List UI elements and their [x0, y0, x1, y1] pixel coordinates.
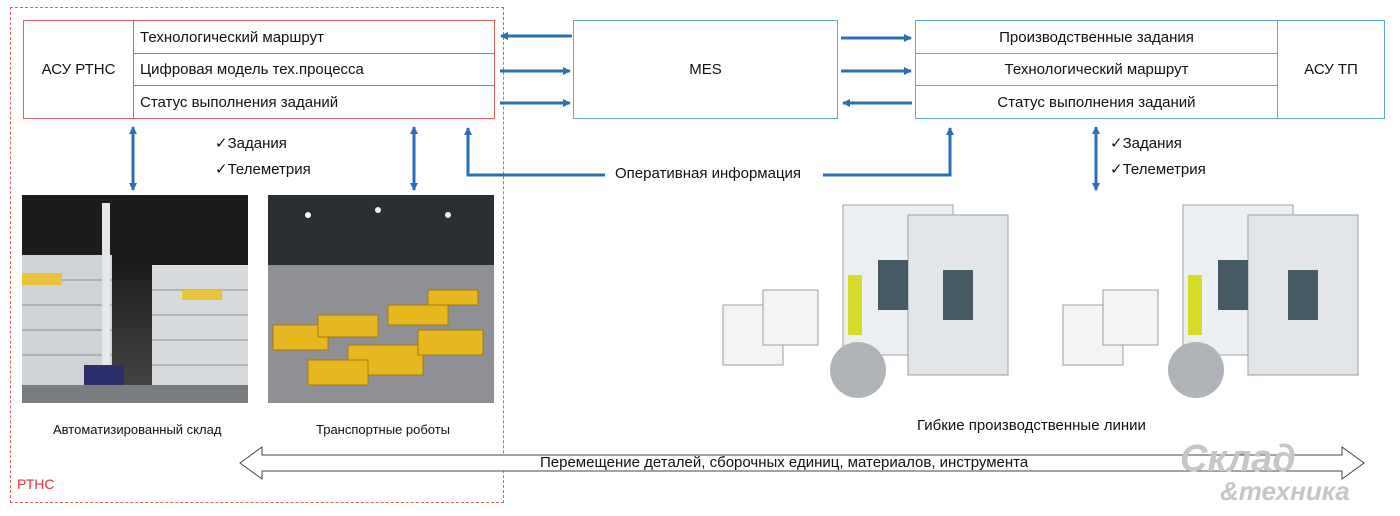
mes-box: MES — [573, 20, 838, 119]
right-telemetry-label: ✓Телеметрия — [1110, 161, 1206, 178]
asu-tp-table: Производственные задания Технологический… — [915, 20, 1385, 119]
robots-caption: Транспортные роботы — [316, 422, 451, 437]
operational-info-line-right — [823, 129, 952, 177]
asu-rtns-table: АСУ РТНС Технологический маршрут Цифрова… — [23, 20, 495, 119]
asu-rtns-title: АСУ РТНС — [24, 21, 134, 118]
operational-info-line-left — [466, 129, 605, 177]
transport-robots-photo — [268, 195, 494, 403]
operational-info-label: Оперативная информация — [612, 165, 805, 182]
asu-rtns-row-2: Цифровая модель тех.процесса — [134, 54, 494, 86]
warehouse-caption: Автоматизированный склад — [53, 422, 222, 437]
asu-tp-row-3: Статус выполнения заданий — [916, 86, 1278, 118]
asu-tp-row-1: Производственные задания — [916, 21, 1278, 54]
asu-tp-title: АСУ ТП — [1304, 61, 1358, 78]
left-tasks-label: ✓Задания — [215, 135, 287, 152]
rtns-region-label: РТНС — [17, 476, 55, 492]
rtns-region — [10, 7, 504, 503]
production-lines-illustration — [718, 190, 1388, 405]
left-telemetry-label: ✓Телеметрия — [215, 161, 311, 178]
watermark-logo: Склад &техника — [1180, 438, 1350, 506]
material-flow-arrow — [239, 446, 1365, 480]
asu-rtns-row-3: Статус выполнения заданий — [140, 93, 339, 111]
material-flow-label: Перемещение деталей, сборочных единиц, м… — [540, 454, 1029, 471]
machine-group-left — [722, 204, 1009, 398]
asu-tp-row-2: Технологический маршрут — [916, 54, 1278, 86]
production-lines-caption: Гибкие производственные линии — [917, 417, 1146, 434]
asu-rtns-row-1: Технологический маршрут — [134, 21, 494, 54]
machine-group-right — [1062, 204, 1359, 398]
warehouse-photo — [22, 195, 248, 403]
right-tasks-label: ✓Задания — [1110, 135, 1182, 152]
